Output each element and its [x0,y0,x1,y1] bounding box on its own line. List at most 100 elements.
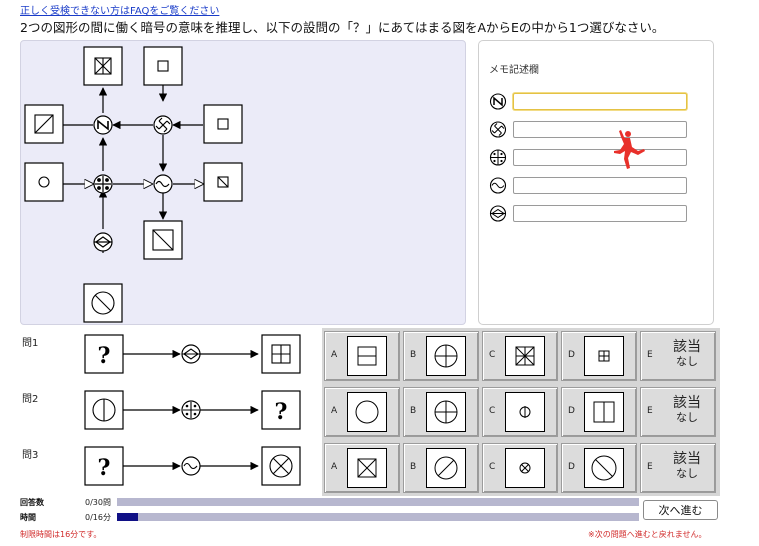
option-letter: B [410,350,417,360]
option-letter: A [331,350,338,360]
option-none-text: 該当 なし [669,395,705,424]
memo-row-swastika [489,121,704,138]
q2-option-c[interactable]: C [482,387,558,437]
option-letter: D [568,462,575,472]
option-letter: A [331,406,338,416]
option-none-text: 該当 なし [669,451,705,480]
instruction-text: 2つの図形の間に働く暗号の意味を推理し、以下の設問の「？」にあてはまる図をAから… [20,20,665,35]
known-figure [271,344,291,364]
q1-option-d[interactable]: D [561,331,637,381]
question-mark: ? [275,399,288,425]
q3-option-c[interactable]: C [482,443,558,493]
option-letter: D [568,350,575,360]
none-text-line2: なし [676,355,698,368]
option-figure [347,392,387,432]
q3-option-d[interactable]: D [561,443,637,493]
option-figure [584,448,624,488]
none-text-line2: なし [676,467,698,480]
option-figure [505,336,545,376]
q2-option-a[interactable]: A [324,387,400,437]
n-slash-cipher-icon [93,115,113,135]
memo-row-plus-dots [489,149,704,166]
option-letter: A [331,462,338,472]
memo-row-diamond [489,205,704,222]
memo-input-wave[interactable] [513,177,687,194]
q1-option-a[interactable]: A [324,331,400,381]
jumpman-logo [614,130,645,169]
faq-link[interactable]: 正しく受検できない方はFAQをご覧ください [20,6,220,17]
memo-input-swastika[interactable] [513,121,687,138]
option-figure [505,448,545,488]
q3-option-e[interactable]: E 該当 なし [640,443,716,493]
q1-option-c[interactable]: C [482,331,558,381]
q3-option-b[interactable]: B [403,443,479,493]
option-letter: B [410,406,417,416]
q2-option-b[interactable]: B [403,387,479,437]
question-3-diagram: ? [84,446,301,486]
time-progress-fill [117,513,138,521]
swastika-cipher-icon [153,115,173,135]
known-figure [92,398,116,422]
option-figure [584,336,624,376]
option-letter: E [647,462,653,472]
option-none-text: 該当 なし [669,339,705,368]
known-figure [269,454,293,478]
memo-title: メモ記述欄 [489,65,539,76]
time-limit-note: 制限時間は16分です。 [20,530,102,539]
none-text-line1: 該当 [673,339,701,355]
q2-option-d[interactable]: D [561,387,637,437]
option-figure [584,392,624,432]
option-letter: C [489,350,496,360]
none-text-line1: 該当 [673,451,701,467]
option-figure [347,448,387,488]
option-letter: B [410,462,417,472]
memo-row-n-slash [489,93,704,110]
option-figure [347,336,387,376]
option-letter: D [568,406,575,416]
memo-panel: メモ記述欄 [478,40,714,325]
wave-cipher-icon [181,456,201,476]
answered-progress-bar [117,498,639,506]
answered-value: 0/30問 [85,498,111,507]
none-text-line1: 該当 [673,395,701,411]
answered-label: 回答数 [20,498,44,507]
plus-dots-cipher-icon [93,174,113,194]
question-2-label: 問2 [22,394,39,405]
question-1-diagram: ? [84,334,301,374]
plus-dots-cipher-icon [181,400,201,420]
plus-dots-cipher-icon [489,149,507,166]
diamond-cipher-icon [489,205,507,222]
time-label: 時間 [20,513,36,522]
q3-option-a[interactable]: A [324,443,400,493]
question-3-label: 問3 [22,450,39,461]
option-letter: E [647,406,653,416]
diamond-cipher-icon [181,344,201,364]
diamond-cipher-icon [93,232,113,252]
option-letter: C [489,406,496,416]
q1-option-b[interactable]: B [403,331,479,381]
option-figure [505,392,545,432]
none-text-line2: なし [676,411,698,424]
time-value: 0/16分 [85,513,111,522]
wave-cipher-icon [153,174,173,194]
swastika-cipher-icon [489,121,507,138]
q1-option-e[interactable]: E 該当 なし [640,331,716,381]
question-mark: ? [98,455,111,481]
wave-cipher-icon [489,177,507,194]
question-1-label: 問1 [22,338,39,349]
no-return-warning: ※次の問題へ進むと戻れません。 [588,530,707,539]
n-slash-cipher-icon [489,93,507,110]
example-diagram-panel [20,40,466,325]
option-figure [426,392,466,432]
option-figure [426,448,466,488]
example-diagram [24,46,243,323]
memo-input-diamond[interactable] [513,205,687,222]
q2-option-e[interactable]: E 該当 なし [640,387,716,437]
time-progress-bar [117,513,639,521]
memo-input-n-slash[interactable] [513,93,687,110]
memo-input-plus-dots[interactable] [513,149,687,166]
option-letter: E [647,350,653,360]
next-button[interactable]: 次へ進む [643,500,718,520]
memo-row-wave [489,177,704,194]
question-mark: ? [98,343,111,369]
